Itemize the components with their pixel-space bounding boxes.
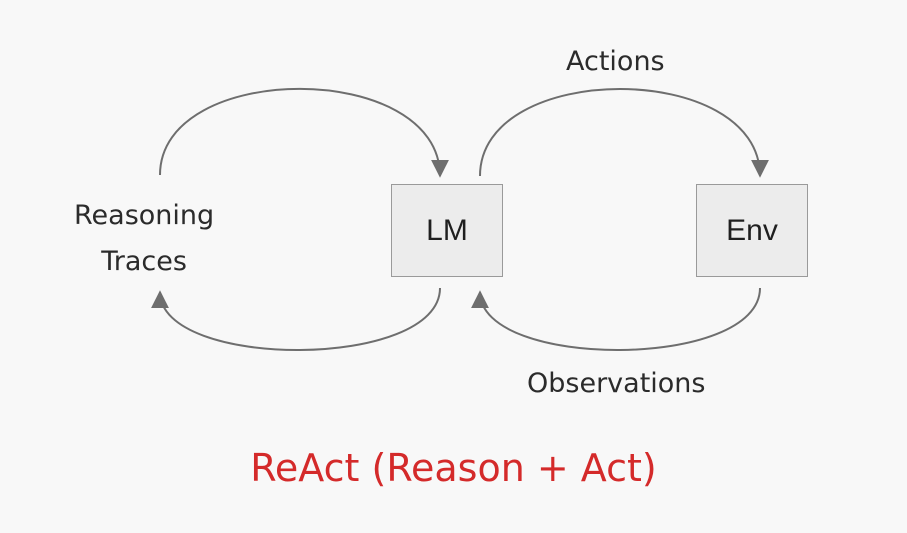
- observations-label: Observations: [527, 368, 706, 399]
- env-node-label: Env: [726, 213, 778, 247]
- reasoning-label-line2: Traces: [101, 246, 187, 277]
- actions-label: Actions: [566, 46, 665, 77]
- reasoning-to-lm-arrow: [159, 88, 449, 178]
- actions-arrow: [479, 88, 769, 178]
- observations-arrow: [471, 287, 761, 351]
- lm-node: LM: [391, 184, 503, 277]
- reasoning-traces-label: Reasoning Traces: [74, 193, 214, 285]
- env-node: Env: [696, 184, 808, 277]
- lm-node-label: LM: [426, 213, 468, 247]
- reasoning-label-line1: Reasoning: [74, 200, 215, 231]
- lm-to-reasoning-arrow: [151, 287, 441, 351]
- diagram-title: ReAct (Reason + Act): [250, 446, 657, 490]
